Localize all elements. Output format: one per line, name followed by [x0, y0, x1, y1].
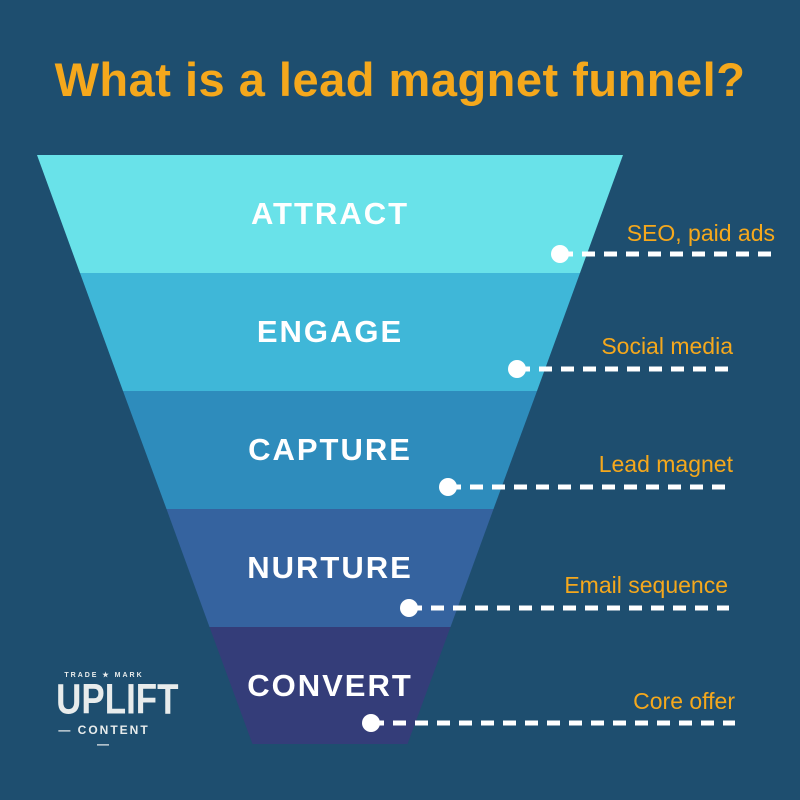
annotation-nurture: Email sequence — [564, 572, 728, 598]
stage-label-convert: CONVERT — [247, 667, 413, 703]
annotation-convert: Core offer — [633, 688, 735, 714]
logo-wordmark: UPLIFT — [56, 676, 179, 724]
funnel-layer-attract — [37, 155, 623, 273]
funnel-layer-convert — [209, 627, 451, 744]
funnel-layer-engage — [80, 273, 580, 391]
logo-subtitle: — CONTENT — — [58, 723, 150, 751]
annotation-capture: Lead magnet — [598, 451, 733, 477]
connector-dot-attract — [551, 245, 569, 263]
connector-dot-nurture — [400, 599, 418, 617]
connector-dot-capture — [439, 478, 457, 496]
funnel-layer-capture — [123, 391, 537, 509]
stage-label-attract: ATTRACT — [250, 196, 410, 231]
annotation-engage: Social media — [601, 333, 733, 359]
connector-dot-convert — [362, 714, 380, 732]
stage-label-nurture: NURTURE — [247, 550, 413, 585]
stage-label-capture: CAPTURE — [248, 432, 412, 467]
connector-dot-engage — [508, 360, 526, 378]
stage-label-engage: ENGAGE — [256, 314, 404, 349]
uplift-content-logo: TRADE ★ MARK UPLIFT — CONTENT — — [52, 671, 179, 751]
funnel-layer-nurture — [166, 509, 494, 627]
logo-trademark-text: TRADE ★ MARK — [64, 672, 144, 679]
page-title: What is a lead magnet funnel? — [54, 53, 746, 106]
annotation-attract: SEO, paid ads — [626, 220, 775, 246]
